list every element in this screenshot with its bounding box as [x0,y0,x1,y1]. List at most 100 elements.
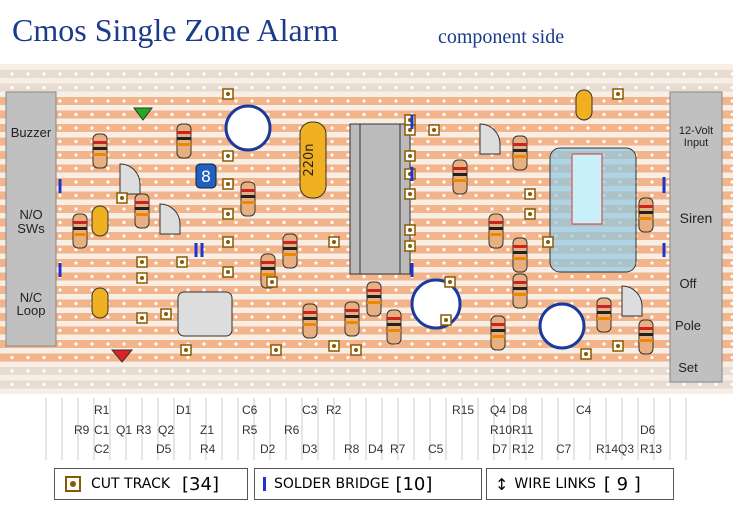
track-hole [298,72,302,76]
track-hole [506,355,510,360]
resistor-band [513,281,527,284]
resistor-band [639,333,653,336]
track-hole [90,112,94,117]
track-hole [234,85,238,90]
track-hole [378,355,382,360]
track-hole [170,288,174,292]
track-hole [282,85,286,90]
track-hole [666,193,670,198]
track-hole [234,207,238,211]
track-hole [538,355,542,360]
track-hole [250,328,254,333]
track-hole [394,112,398,117]
track-hole [586,85,590,90]
track-hole [154,139,158,144]
track-hole [730,139,733,144]
track-hole [426,369,430,373]
track-hole [538,72,542,76]
copper-track [0,70,733,78]
track-hole [58,234,62,238]
track-hole [490,85,494,90]
part-label-d6: D6 [640,423,656,437]
track-hole [250,288,254,292]
track-hole [138,288,142,292]
part-label-q3: Q3 [618,442,635,456]
track-hole [554,355,558,360]
track-hole [74,180,78,184]
terminal-12v: 12-Volt [678,125,714,137]
track-hole [90,72,94,76]
track-hole [186,193,190,198]
transistor-q1 [119,163,141,195]
track-hole [58,342,62,346]
track-hole [682,72,686,76]
track-hole [602,274,606,279]
track-hole [202,153,206,157]
cut-track-dot [226,154,230,158]
track-hole [330,180,334,184]
cut-track-dot [616,92,620,96]
track-hole [218,247,222,252]
track-hole [74,126,78,130]
track-hole [170,274,174,279]
track-hole [490,180,494,184]
track-hole [170,139,174,144]
resistor-band [639,211,653,214]
track-hole [426,112,430,117]
track-hole [266,342,270,346]
track-hole [714,72,718,76]
parts-list-grid [45,398,687,460]
track-hole [250,166,254,171]
track-hole [730,207,733,211]
track-hole [218,207,222,211]
track-hole [330,355,334,360]
track-hole [730,180,733,184]
cut-track-dot [226,240,230,244]
track-hole [426,342,430,346]
solder-bridge-marker [662,243,666,257]
track-hole [442,382,446,387]
track-hole [634,369,638,373]
track-hole [218,193,222,198]
track-hole [346,180,350,184]
track-hole [458,72,462,76]
track-hole [346,355,350,360]
track-hole [410,207,414,211]
track-hole [442,112,446,117]
track-hole [154,247,158,252]
track-hole [570,99,574,103]
track-hole [154,126,158,130]
track-hole [394,355,398,360]
track-hole [426,153,430,157]
track-hole [170,99,174,103]
track-hole [202,288,206,292]
part-label-r8: R8 [344,442,360,456]
track-hole [426,207,430,211]
track-hole [106,166,110,171]
track-hole [250,369,254,373]
track-hole [570,126,574,130]
track-hole [426,261,430,265]
track-hole [106,99,110,103]
part-label-q1: Q1 [116,423,133,437]
resistor-band [93,153,107,156]
track-hole [714,85,718,90]
track-hole [666,72,670,76]
part-label-z1: Z1 [200,423,215,437]
track-hole [650,234,654,238]
track-hole [554,85,558,90]
resistor-band [261,273,275,276]
transistor-q4 [479,123,501,155]
track-hole [250,153,254,157]
track-hole [506,207,510,211]
track-hole [298,328,302,333]
track-hole [170,247,174,252]
track-hole [474,261,478,265]
track-hole [330,288,334,292]
track-hole [282,301,286,306]
track-hole [570,369,574,373]
track-hole [298,288,302,292]
track-hole [666,112,670,117]
resistor-band [261,267,275,270]
copper-track [0,313,733,321]
